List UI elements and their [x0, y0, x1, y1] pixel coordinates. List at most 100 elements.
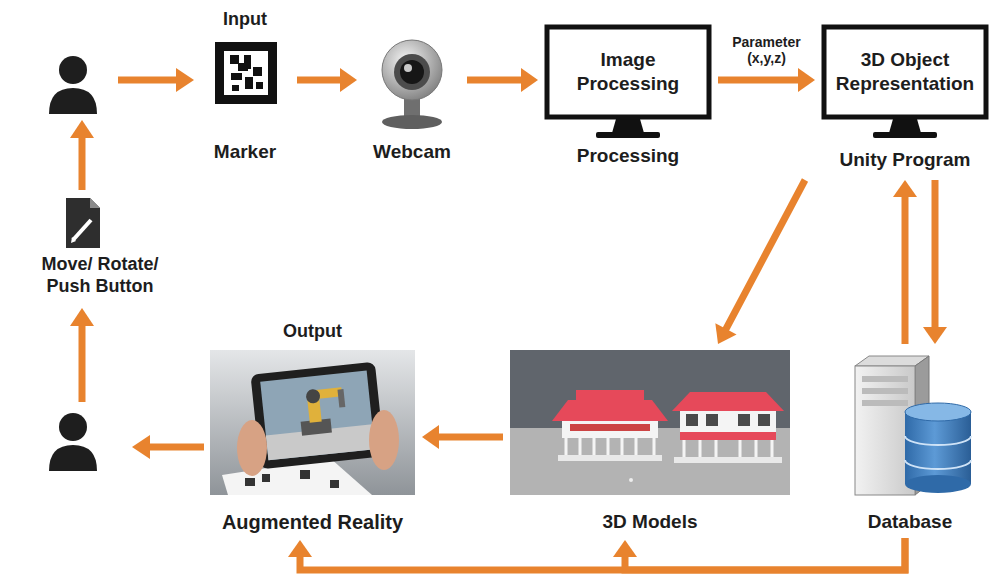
model-node: 3D Models [510, 350, 790, 534]
model-render [755, 440, 758, 457]
database-icon [905, 460, 971, 469]
document-icon [66, 198, 100, 248]
arrow-head [613, 540, 637, 557]
arrow-head [288, 540, 312, 557]
monitor-icon [824, 27, 986, 117]
monitor-icon [547, 27, 709, 117]
user-arrow [132, 435, 204, 459]
ar-photo [210, 350, 415, 495]
webcam-node: Webcam [364, 30, 460, 164]
model-render [771, 440, 774, 457]
flow-arrow [613, 538, 905, 570]
ar-photo [300, 470, 310, 479]
ar-photo [250, 362, 384, 470]
monitor-icon [824, 27, 986, 138]
connector-line [902, 195, 909, 344]
person-icon [49, 88, 97, 114]
arrow-head [340, 68, 357, 92]
webcam-icon [394, 54, 430, 90]
model-render [607, 438, 610, 455]
ar-marker [230, 55, 239, 64]
webcam-icon [404, 64, 412, 72]
model-render [674, 457, 782, 463]
model-render [699, 440, 702, 457]
model-render [576, 390, 644, 401]
ar-marker [215, 42, 277, 104]
node-label: 3D Models [602, 510, 697, 534]
database-icon [862, 388, 908, 394]
node-label: Database [868, 510, 953, 534]
ar-photo [210, 350, 415, 495]
user-arrow [176, 68, 194, 92]
flow-arrow [718, 68, 815, 92]
connector-line [467, 77, 523, 84]
person-icon [49, 413, 97, 471]
node-label: Move/ Rotate/ Push Button [25, 253, 175, 297]
model-render [739, 440, 742, 457]
model-render [680, 410, 776, 432]
flow-arrow [467, 68, 538, 92]
monitor-icon [547, 27, 709, 138]
database-node: Database [845, 350, 975, 534]
webcam-icon [382, 115, 442, 129]
ar-photo [330, 480, 339, 488]
connector-line [625, 538, 905, 570]
user-arrow [118, 68, 194, 92]
marker-node: InputMarker [200, 8, 290, 164]
monitor-icon [596, 132, 660, 138]
ar-marker [253, 67, 262, 76]
connector-line [725, 180, 805, 331]
arrow-head [422, 425, 439, 449]
document-icon [66, 198, 100, 248]
database-icon [855, 356, 971, 495]
connector-line [437, 434, 503, 441]
action-note: Move/ Rotate/ Push Button [22, 195, 178, 297]
node-label: Image Processing [563, 48, 693, 96]
model-render [629, 478, 633, 482]
person-icon [49, 56, 97, 114]
model-render [684, 440, 772, 457]
ar-marker [256, 82, 263, 89]
ar-photo [337, 389, 345, 408]
connector-line [932, 180, 939, 329]
ar-photo [262, 474, 270, 482]
model-render [579, 438, 582, 455]
ar-output: OutputAugmented Reality [210, 320, 415, 534]
document-icon [71, 237, 76, 243]
database-icon [905, 436, 971, 445]
ar-marker [224, 51, 268, 95]
user-arrow [79, 137, 86, 190]
person-icon [49, 445, 97, 471]
node-label: Augmented Reality [222, 510, 403, 534]
arrow-head [893, 180, 917, 197]
user-arrow [70, 120, 94, 190]
user-arrow [70, 308, 94, 326]
ar-marker [231, 73, 242, 80]
monitor-icon [873, 132, 937, 138]
ar-photo [369, 410, 399, 470]
model-render [562, 420, 658, 438]
database-icon [862, 376, 908, 382]
model-render [552, 400, 668, 421]
model-render [680, 432, 776, 440]
model-render [686, 414, 698, 426]
model-render [683, 440, 686, 457]
user-arrow [118, 77, 177, 84]
database-icon [862, 400, 908, 406]
model-render [621, 438, 624, 455]
database-icon [905, 412, 971, 484]
flow-arrow [297, 68, 357, 92]
node-label: Unity Program [840, 148, 971, 172]
model-render [758, 414, 770, 426]
webcam-icon [382, 40, 442, 129]
user-arrow [132, 435, 150, 459]
node-label: Webcam [373, 140, 451, 164]
arrow-head [521, 68, 538, 92]
user-arrow [79, 325, 86, 402]
ar-photo [260, 371, 375, 461]
arrow-head [715, 323, 736, 344]
document-icon [90, 198, 100, 208]
ar-photo [250, 362, 384, 470]
flow-arrow [893, 180, 947, 344]
